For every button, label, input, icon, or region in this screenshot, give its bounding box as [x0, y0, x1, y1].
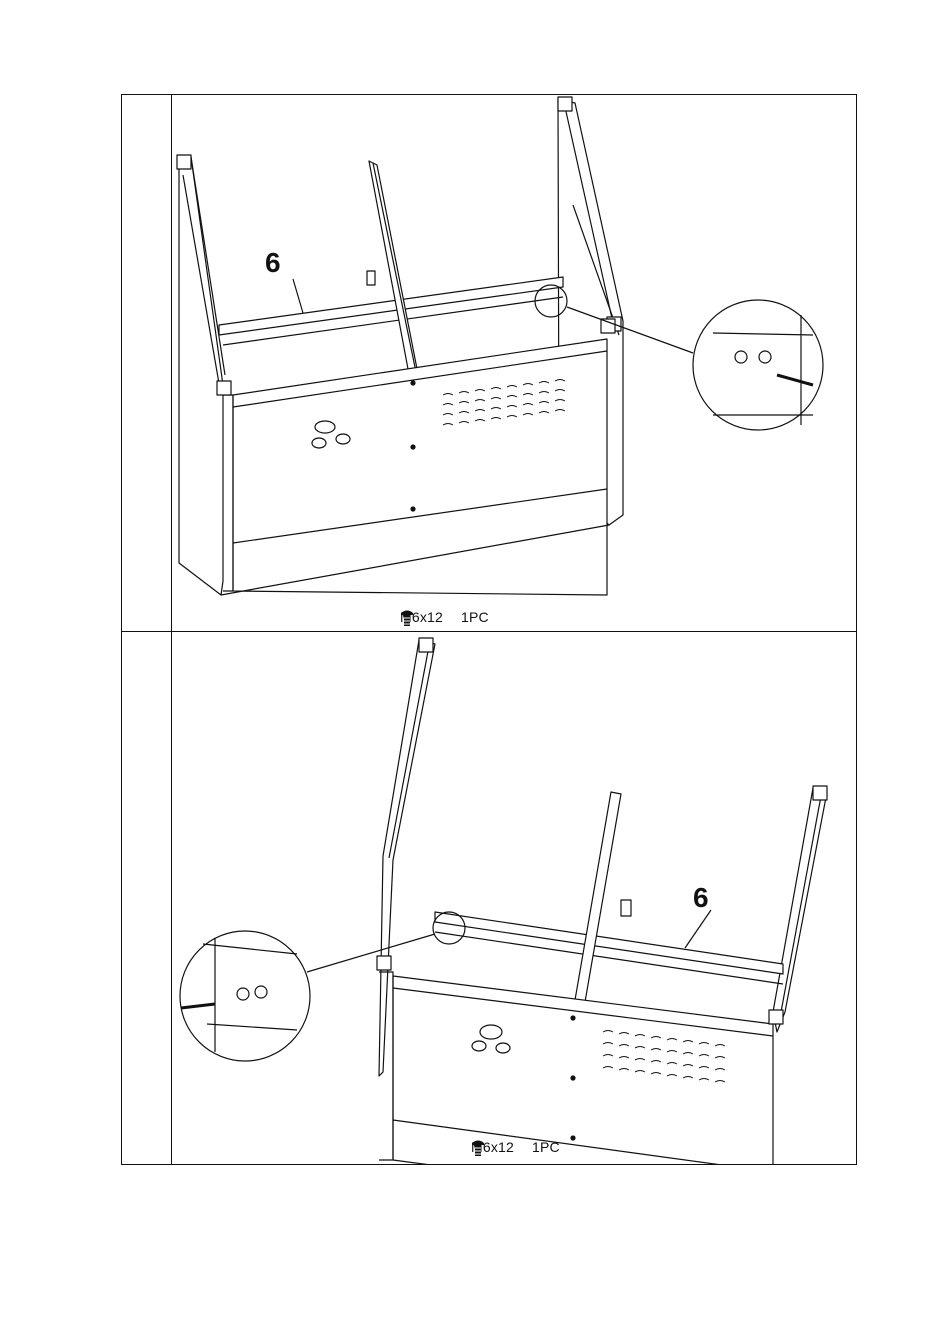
- screw-icon: [400, 609, 414, 627]
- hardware-qty: 1PC: [532, 1139, 560, 1155]
- part-number-label: 6: [265, 247, 281, 279]
- hardware-caption: M6x12 1PC: [471, 1139, 560, 1155]
- step-2-illustration: [173, 632, 856, 1164]
- step-2-panel: 6 M6x12 1PC: [173, 632, 856, 1164]
- instruction-sheet: 6 M6x12 1PC: [121, 94, 857, 1165]
- hardware-caption: M6x12 1PC: [400, 609, 489, 625]
- step-1-illustration: [173, 95, 856, 631]
- step-number-column: [122, 95, 172, 1164]
- hardware-qty: 1PC: [461, 609, 489, 625]
- step-1-panel: 6 M6x12 1PC: [173, 95, 856, 631]
- part-number-label: 6: [693, 882, 709, 914]
- screw-icon: [471, 1139, 485, 1157]
